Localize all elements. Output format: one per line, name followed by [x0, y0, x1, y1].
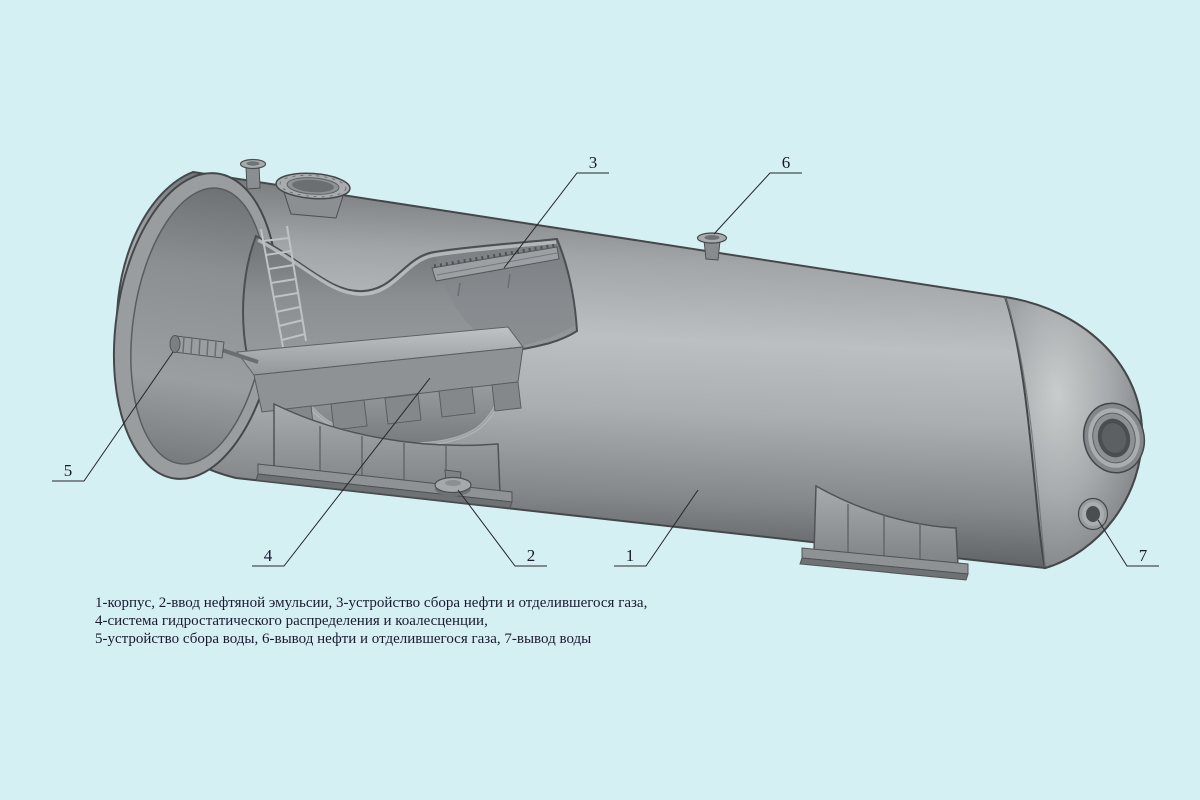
emulsion-inlet-nozzle — [434, 469, 472, 496]
callout-5: 5 — [52, 351, 174, 482]
callout-2: 2 — [457, 489, 547, 567]
callouts: 1 2 3 4 5 6 7 — [52, 153, 1159, 567]
right-head-seam — [1004, 296, 1046, 568]
caption: 1-корпус, 2-ввод нефтяной эмульсии, 3-ус… — [95, 595, 647, 647]
caption-line-1: 1-корпус, 2-ввод нефтяной эмульсии, 3-ус… — [95, 595, 647, 611]
rear-saddle — [799, 484, 969, 581]
callout-5-leader — [52, 351, 174, 482]
vessel — [112, 158, 1146, 581]
callout-1-leader — [614, 489, 699, 567]
callout-7: 7 — [1097, 519, 1159, 567]
callout-3-label: 3 — [589, 153, 598, 172]
oil-gas-collector — [431, 243, 560, 297]
water-collector — [169, 335, 259, 364]
caption-line-2: 4-система гидростатического распределени… — [95, 613, 488, 629]
callout-6-leader — [713, 172, 802, 235]
callout-7-label: 7 — [1139, 546, 1148, 565]
callout-1: 1 — [614, 489, 699, 567]
callout-4-leader — [252, 377, 431, 567]
caption-line-3: 5-устройство сбора воды, 6-вывод нефти и… — [95, 631, 591, 647]
internal-ladder — [260, 225, 307, 348]
callout-4: 4 — [252, 377, 431, 567]
callout-7-leader — [1097, 519, 1159, 567]
water-outlet-nozzle — [1077, 497, 1109, 531]
oil-gas-outlet-nozzle — [696, 232, 728, 261]
head-outlet-flange — [1082, 402, 1146, 474]
cutaway-top-edge — [257, 238, 557, 296]
callout-1-label: 1 — [626, 546, 635, 565]
manhole-flange — [275, 172, 351, 219]
callout-2-leader — [457, 489, 547, 567]
aux-top-nozzle — [239, 158, 267, 190]
callout-3-leader — [503, 172, 609, 269]
callout-6: 6 — [713, 153, 802, 235]
callout-6-label: 6 — [782, 153, 791, 172]
callout-5-label: 5 — [64, 461, 73, 480]
callout-4-label: 4 — [264, 546, 273, 565]
callout-2-label: 2 — [527, 546, 536, 565]
callout-3: 3 — [503, 153, 609, 269]
